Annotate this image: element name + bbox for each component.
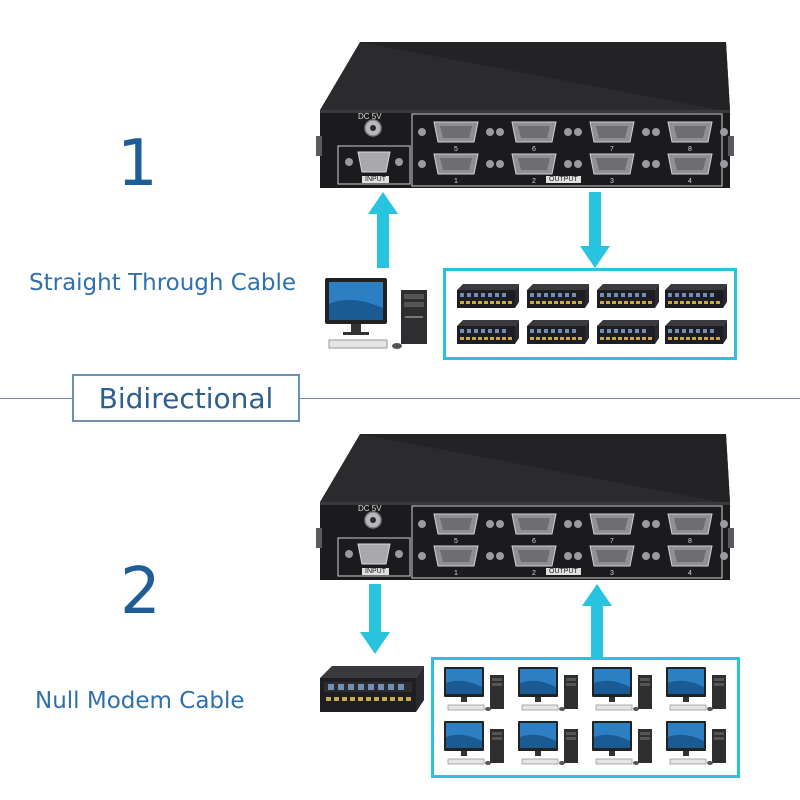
dc-power-label: DC 5V (358, 112, 382, 121)
desktop-computer-icon (666, 667, 726, 711)
dc-power-label: DC 5V (358, 504, 382, 513)
port-number: 7 (610, 538, 614, 545)
port-number: 1 (454, 178, 458, 185)
db9-port-icon (496, 153, 572, 175)
port-number: 2 (532, 570, 536, 577)
rack-devices-grid-1 (457, 284, 727, 344)
db9-port-icon (418, 153, 494, 175)
arrow-down-icon (580, 192, 610, 268)
rack-device-icon (457, 284, 519, 308)
computers-grid-2 (444, 667, 726, 765)
rack-device-icon (665, 320, 727, 344)
rack-device-icon (457, 320, 519, 344)
db9-port-icon (418, 121, 494, 143)
section-2-number: 2 (120, 555, 161, 629)
port-number: 4 (688, 570, 692, 577)
port-number: 6 (532, 146, 536, 153)
desktop-computer-icon (444, 667, 504, 711)
db9-port-icon (418, 513, 494, 535)
desktop-computer-icon (518, 667, 578, 711)
rack-device-icon (527, 284, 589, 308)
desktop-computer-icon (592, 721, 652, 765)
section-divider-left (0, 398, 800, 399)
rack-device-icon (597, 284, 659, 308)
bidirectional-badge: Bidirectional (72, 374, 300, 422)
arrow-up-icon (582, 584, 612, 660)
straight-through-cable-label: Straight Through Cable (29, 270, 297, 296)
db9-port-icon (496, 513, 572, 535)
bidirectional-label: Bidirectional (98, 381, 274, 415)
null-modem-cable-label: Null Modem Cable (35, 688, 245, 714)
desktop-computer-icon (592, 667, 652, 711)
port-number: 1 (454, 570, 458, 577)
port-number: 5 (454, 538, 458, 545)
rack-device-icon (597, 320, 659, 344)
db9-port-icon (496, 121, 572, 143)
arrow-down-icon (360, 584, 390, 654)
db9-port-icon (574, 121, 650, 143)
port-number: 8 (688, 538, 692, 545)
db9-port-icon (574, 513, 650, 535)
port-number: 4 (688, 178, 692, 185)
db9-port-icon (574, 545, 650, 567)
arrow-up-icon (368, 192, 398, 268)
serial-splitter-device-top: 5 6 7 8 1 2 3 4 (316, 42, 734, 188)
port-number: 5 (454, 146, 458, 153)
desktop-computer-icon (518, 721, 578, 765)
input-port-label: INPUT (362, 176, 389, 183)
db9-port-icon (574, 153, 650, 175)
db9-port-icon (652, 545, 728, 567)
output-port-label: OUTPUT (546, 568, 581, 575)
section-1-number: 1 (117, 127, 158, 201)
desktop-computer-icon (666, 721, 726, 765)
db9-port-icon (418, 545, 494, 567)
rack-device-icon (527, 320, 589, 344)
port-number: 8 (688, 146, 692, 153)
slave-devices-group-1 (443, 268, 737, 360)
port-number: 2 (532, 178, 536, 185)
rack-device-icon (665, 284, 727, 308)
db9-port-icon (496, 545, 572, 567)
output-port-label: OUTPUT (546, 176, 581, 183)
desktop-computer-icon (325, 278, 427, 349)
port-number: 3 (610, 570, 614, 577)
port-number: 3 (610, 178, 614, 185)
rack-device-icon (320, 666, 424, 712)
desktop-computer-icon (444, 721, 504, 765)
port-number: 7 (610, 146, 614, 153)
db9-port-icon (652, 153, 728, 175)
serial-splitter-device-bottom: 5 6 7 8 1 2 3 4 (316, 434, 734, 580)
input-port-label: INPUT (362, 568, 389, 575)
db9-port-icon (652, 121, 728, 143)
port-number: 6 (532, 538, 536, 545)
db9-port-icon (652, 513, 728, 535)
